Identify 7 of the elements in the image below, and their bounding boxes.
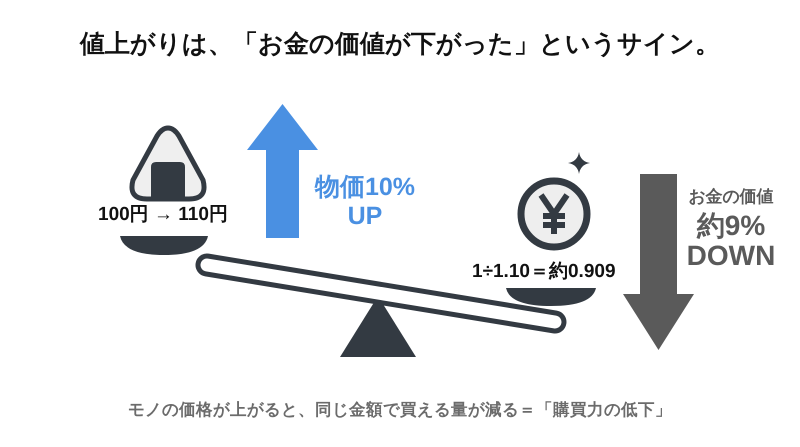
calculation-label: 1÷1.10＝約0.909 (472, 260, 616, 284)
title: 値上がりは、「お金の価値が下がった」というサイン。 (78, 29, 721, 60)
value-drop-label: 約9% DOWN (686, 211, 776, 271)
price-change-label: 100円 → 110円 (98, 203, 228, 227)
caption-text: モノの価格が上がると、同じ金額で買える量が減る＝「購買力の低下」 (127, 400, 673, 421)
value-heading: お金の価値 (688, 186, 774, 208)
price-rise-label: 物価10% UP (314, 173, 416, 231)
